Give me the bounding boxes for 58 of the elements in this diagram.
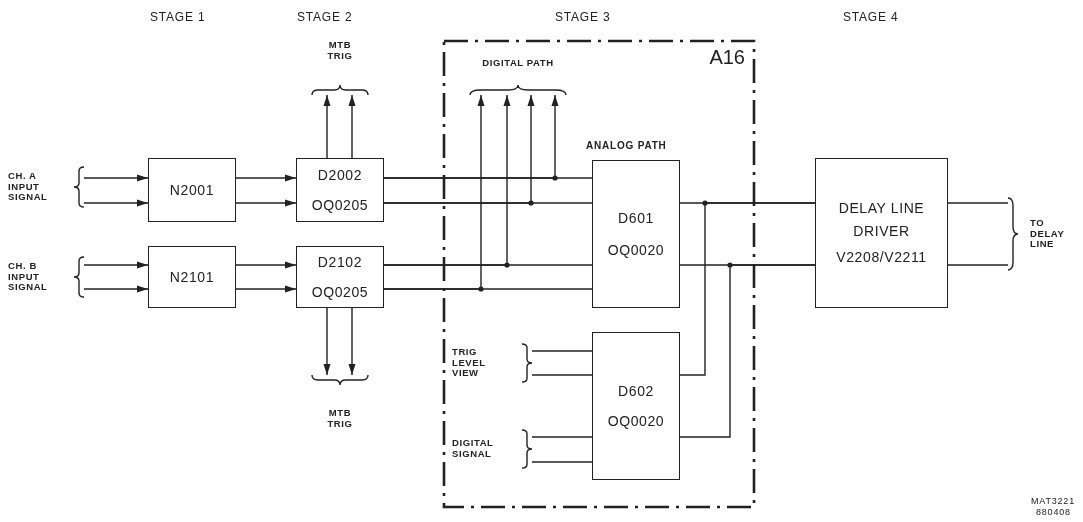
block-label: OQ0020	[607, 241, 665, 260]
signal-label: CH. B INPUT SIGNAL	[8, 260, 49, 294]
circuit-block	[592, 332, 680, 480]
signal-line	[383, 94, 535, 204]
stage-heading: STAGE 4	[843, 10, 899, 24]
signal-line	[679, 264, 816, 438]
signal-line	[531, 461, 593, 463]
block-label: OQ0205	[311, 196, 369, 215]
stage-heading: STAGE 3	[555, 10, 611, 24]
signal-line	[83, 261, 149, 269]
block-label: DELAY LINE DRIVER	[837, 199, 926, 241]
signal-line	[235, 199, 297, 207]
signal-line	[235, 285, 297, 293]
block-label: OQ0020	[607, 412, 665, 431]
signal-line	[83, 199, 149, 207]
signal-line	[531, 374, 593, 376]
drawing-number: MAT3221	[1031, 496, 1075, 506]
circuit-block	[148, 246, 236, 308]
circuit-block	[148, 158, 236, 222]
block-label: D601	[618, 208, 654, 228]
signal-line	[679, 202, 816, 376]
signal-label: DIGITAL SIGNAL	[452, 438, 495, 460]
circuit-block	[296, 246, 384, 308]
block-label: OQ0205	[311, 283, 369, 302]
signal-line	[531, 350, 593, 352]
signal-line	[383, 94, 559, 179]
circuit-block	[296, 158, 384, 222]
signal-line	[235, 261, 297, 269]
signal-label: TRIG LEVEL VIEW	[452, 346, 487, 380]
signal-line	[947, 264, 1009, 266]
signal-line	[323, 94, 331, 159]
block-label: D2002	[317, 165, 363, 185]
signal-line	[83, 174, 149, 182]
stage-heading: STAGE 2	[297, 10, 353, 24]
signal-label: MTB TRIG	[326, 40, 354, 62]
circuit-block	[815, 158, 948, 308]
signal-line	[531, 436, 593, 438]
module-label: A16	[709, 46, 745, 69]
signal-line	[323, 307, 331, 376]
signal-label: DIGITAL PATH	[482, 58, 554, 69]
signal-line	[383, 94, 485, 290]
signal-label: TO DELAY LINE	[1030, 217, 1066, 251]
signal-label: MTB TRIG	[326, 408, 354, 430]
block-label: N2001	[169, 180, 215, 200]
signal-line	[383, 94, 511, 266]
signal-line	[83, 285, 149, 293]
signal-line	[235, 174, 297, 182]
signal-line	[947, 202, 1009, 204]
block-label: D602	[618, 381, 654, 401]
block-label: V2208/V2211	[836, 248, 927, 268]
drawing-number: 880408	[1036, 507, 1071, 517]
signal-label: CH. A INPUT SIGNAL	[8, 170, 49, 204]
signal-line	[348, 94, 356, 159]
stage-heading: STAGE 1	[150, 10, 206, 24]
signal-line	[348, 307, 356, 376]
block-heading: ANALOG PATH	[586, 140, 667, 151]
block-label: N2101	[169, 267, 215, 287]
block-label: D2102	[317, 252, 363, 272]
